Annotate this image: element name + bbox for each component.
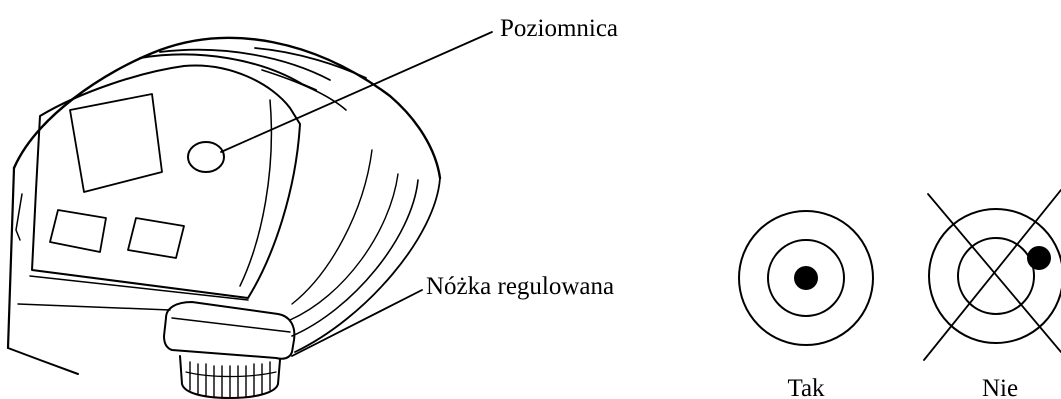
foot-housing-top bbox=[171, 317, 291, 333]
top-ridge bbox=[254, 47, 367, 79]
display-frame-inner bbox=[159, 48, 331, 81]
device-left-edge bbox=[6, 166, 16, 350]
display-window bbox=[69, 93, 163, 193]
foot-housing bbox=[163, 301, 296, 360]
device-right-band-4 bbox=[291, 149, 373, 305]
adjustable-foot-knob bbox=[179, 355, 281, 399]
front-panel bbox=[31, 64, 301, 299]
label-incorrect: Nie bbox=[982, 375, 1018, 399]
device-outer-shell bbox=[12, 36, 442, 180]
bubble-off-center bbox=[1027, 246, 1051, 270]
label-correct: Tak bbox=[787, 375, 825, 399]
front-panel-inner bbox=[239, 99, 273, 287]
indicator-inner-ring bbox=[767, 239, 845, 317]
indicator-incorrect bbox=[923, 189, 1061, 361]
top-ridge-2 bbox=[261, 69, 347, 111]
indicator-outer-ring bbox=[928, 208, 1061, 344]
device-illustration bbox=[6, 36, 442, 399]
label-adjustable-foot: Nóżka regulowana bbox=[426, 273, 614, 300]
side-tab bbox=[15, 193, 23, 241]
bubble-centered bbox=[794, 266, 818, 290]
device-right-band-3 bbox=[289, 173, 399, 321]
display-frame-top bbox=[139, 53, 317, 91]
button-left bbox=[49, 209, 107, 253]
device-right-band-1 bbox=[294, 177, 441, 353]
indicator-correct bbox=[738, 210, 874, 346]
device-right-band-2 bbox=[291, 179, 419, 337]
level-leader-line bbox=[220, 31, 493, 153]
device-lower-lip-2 bbox=[29, 275, 249, 301]
indicator-outer-ring bbox=[738, 210, 874, 346]
device-lower-lip bbox=[17, 303, 171, 311]
bubble-level bbox=[187, 141, 225, 173]
device-bottom-edge bbox=[7, 347, 79, 375]
cross-out-line-2 bbox=[923, 189, 1061, 361]
indicator-inner-ring bbox=[957, 237, 1035, 315]
foot-leader-line bbox=[291, 289, 423, 357]
button-right bbox=[127, 217, 185, 259]
label-level: Poziomnica bbox=[500, 15, 618, 42]
